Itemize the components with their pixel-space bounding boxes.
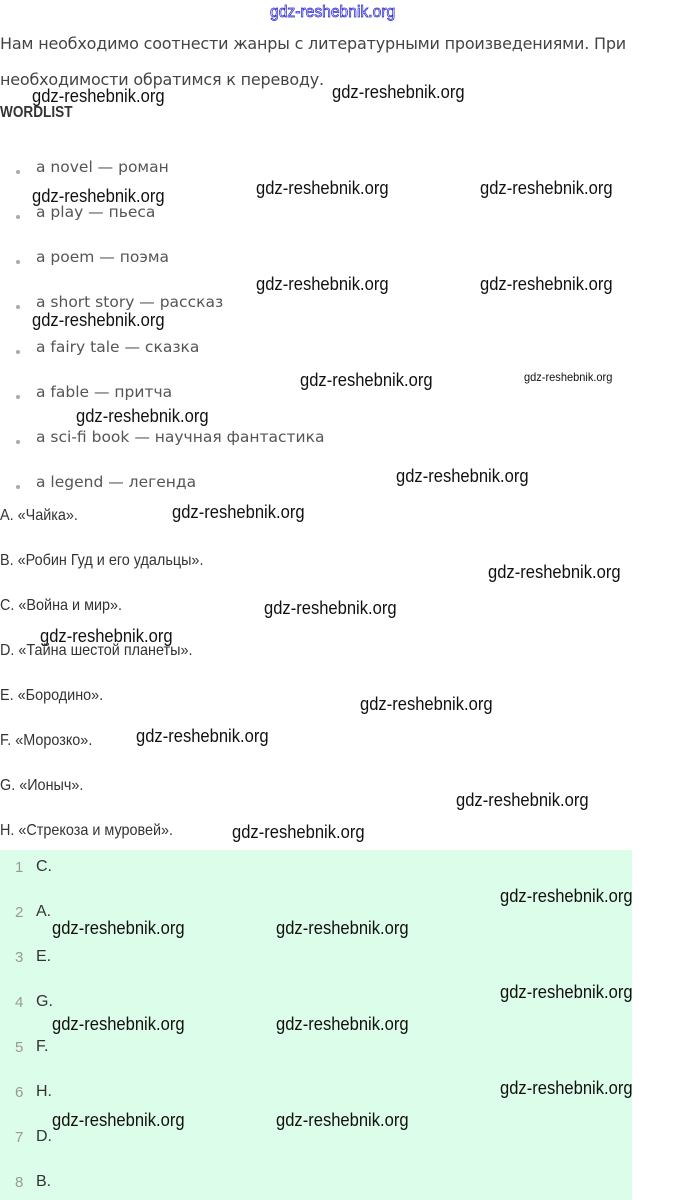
option-item: G. «Ионыч». xyxy=(0,777,84,794)
answer-number: 3 xyxy=(15,949,24,966)
watermark: gdz-reshebnik.org xyxy=(32,310,165,330)
bullet-icon xyxy=(16,350,20,354)
answer-number: 8 xyxy=(15,1174,24,1191)
bullet-icon xyxy=(16,260,20,264)
answer-number: 7 xyxy=(15,1129,24,1146)
answer-value: A. xyxy=(36,903,52,920)
watermark: gdz-reshebnik.org xyxy=(276,918,409,938)
wordlist-item: a fable — притча xyxy=(36,383,173,401)
answer-value: F. xyxy=(36,1038,49,1055)
bullet-icon xyxy=(16,485,20,489)
watermark: gdz-reshebnik.org xyxy=(32,186,165,206)
watermark: gdz-reshebnik.org xyxy=(300,370,433,390)
watermark: gdz-reshebnik.org xyxy=(256,274,389,294)
watermark: gdz-reshebnik.org xyxy=(232,822,365,842)
wordlist-title: WORDLIST xyxy=(0,104,73,121)
bullet-icon xyxy=(16,395,20,399)
wordlist-item: a short story — рассказ xyxy=(36,293,224,311)
bullet-icon xyxy=(16,440,20,444)
wordlist-item: a fairy tale — сказка xyxy=(36,338,200,356)
watermark: gdz-reshebnik.org xyxy=(172,502,305,522)
option-item: C. «Война и мир». xyxy=(0,597,123,614)
watermark: gdz-reshebnik.org xyxy=(276,1014,409,1034)
watermark: gdz-reshebnik.org xyxy=(332,82,465,102)
answer-number: 5 xyxy=(15,1039,24,1056)
answer-number: 4 xyxy=(15,994,24,1011)
intro-line-2: необходимости обратимся к переводу. xyxy=(0,70,324,89)
watermark: gdz-reshebnik.org xyxy=(52,1014,185,1034)
wordlist-item: a sci-fi book — научная фантастика xyxy=(36,428,325,446)
watermark: gdz-reshebnik.org xyxy=(480,178,613,198)
answer-number: 6 xyxy=(15,1084,24,1101)
answer-value: B. xyxy=(36,1173,52,1190)
answer-value: E. xyxy=(36,948,52,965)
watermark: gdz-reshebnik.org xyxy=(396,466,529,486)
watermark: gdz-reshebnik.org xyxy=(136,726,269,746)
wordlist-item: a novel — роман xyxy=(36,158,169,176)
option-item: F. «Морозко». xyxy=(0,732,93,749)
answer-value: H. xyxy=(36,1083,52,1100)
watermark: gdz-reshebnik.org xyxy=(488,562,621,582)
option-item: H. «Стрекоза и муровей». xyxy=(0,822,174,839)
watermark: gdz-reshebnik.org xyxy=(52,918,185,938)
watermark: gdz-reshebnik.org xyxy=(276,1110,409,1130)
watermark: gdz-reshebnik.org xyxy=(270,2,396,22)
wordlist-item: a legend — легенда xyxy=(36,473,197,491)
wordlist-item: a play — пьеса xyxy=(36,203,156,221)
watermark: gdz-reshebnik.org xyxy=(500,982,633,1002)
watermark: gdz-reshebnik.org xyxy=(76,406,209,426)
watermark: gdz-reshebnik.org xyxy=(360,694,493,714)
watermark: gdz-reshebnik.org xyxy=(40,626,173,646)
watermark: gdz-reshebnik.org xyxy=(500,886,633,906)
bullet-icon xyxy=(16,215,20,219)
answer-box xyxy=(0,850,632,1200)
answer-number: 2 xyxy=(15,904,24,921)
option-item: B. «Робин Гуд и его удальцы». xyxy=(0,552,204,569)
watermark: gdz-reshebnik.org xyxy=(456,790,589,810)
option-item: A. «Чайка». xyxy=(0,507,78,524)
option-item: D. «Тайна шестой планеты». xyxy=(0,642,193,659)
watermark: gdz-reshebnik.org xyxy=(32,86,165,106)
watermark: gdz-reshebnik.org xyxy=(500,1078,633,1098)
wordlist-item: a poem — поэма xyxy=(36,248,170,266)
watermark: gdz-reshebnik.org xyxy=(52,1110,185,1130)
answer-value: C. xyxy=(36,858,52,875)
watermark: gdz-reshebnik.org xyxy=(256,178,389,198)
watermark: gdz-reshebnik.org xyxy=(264,598,397,618)
bullet-icon xyxy=(16,170,20,174)
intro-line-1: Нам необходимо соотнести жанры с литерат… xyxy=(0,34,627,53)
answer-number: 1 xyxy=(15,859,24,876)
watermark: gdz-reshebnik.org xyxy=(480,274,613,294)
answer-value: D. xyxy=(36,1128,52,1145)
option-item: E. «Бородино». xyxy=(0,687,104,704)
answer-value: G. xyxy=(36,993,53,1010)
bullet-icon xyxy=(16,305,20,309)
watermark: gdz-reshebnik.org xyxy=(524,370,613,384)
